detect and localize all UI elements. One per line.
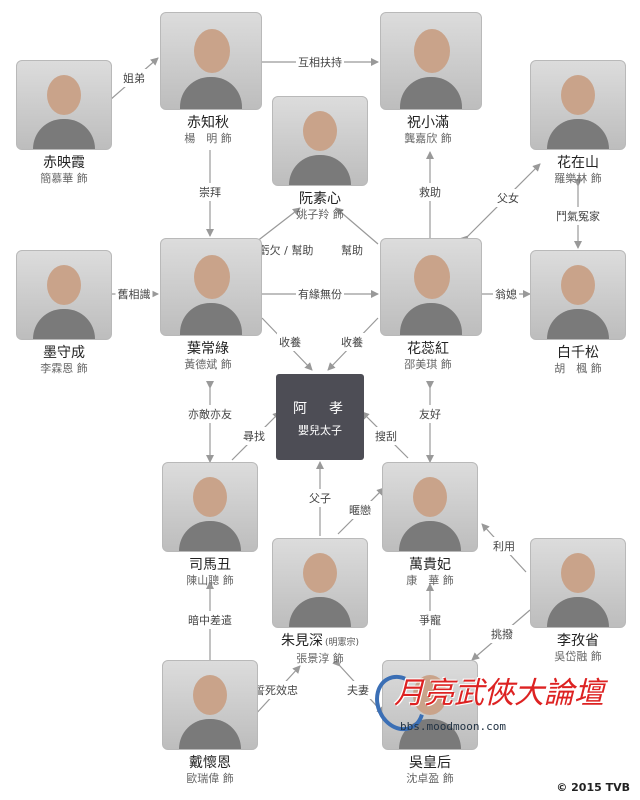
rel-label-wengxi: 翁媳 bbox=[493, 285, 519, 303]
actor-credit: 康 華 飾 bbox=[406, 574, 454, 587]
actor-credit: 簡慕華 飾 bbox=[40, 172, 88, 185]
center-character-axiao: 阿 孝 嬰兒太子 bbox=[276, 374, 364, 460]
character-dai-huaien: 戴懷恩 歐瑞偉 飾 bbox=[162, 660, 258, 786]
portrait-photo bbox=[530, 538, 626, 628]
center-desc: 嬰兒太子 bbox=[298, 424, 342, 437]
watermark-title: 月亮武俠大論壇 bbox=[394, 676, 604, 711]
rel-label-jiuzhu: 救助 bbox=[417, 183, 443, 201]
watermark-url: bbs.moodmoon.com bbox=[400, 720, 506, 733]
character-name: 吳皇后 bbox=[409, 755, 451, 771]
character-name: 赤知秋 bbox=[187, 115, 229, 131]
character-li-zisheng: 李孜省 吳岱融 飾 bbox=[530, 538, 626, 664]
copyright-notice: © 2015 TVB bbox=[556, 781, 630, 794]
character-zhu-jianshen: 朱見深(明憲宗) 張景淳 飾 bbox=[272, 538, 368, 666]
character-name-text: 朱見深 bbox=[280, 633, 323, 649]
rel-label-xunzhao: 尋找 bbox=[241, 427, 267, 445]
portrait-photo bbox=[16, 250, 112, 340]
rel-label-kuiqian: 虧欠 / 幫助 bbox=[256, 241, 316, 259]
character-mo-shoucheng: 墨守成 李霖恩 飾 bbox=[16, 250, 112, 376]
rel-label-jiedi: 姐弟 bbox=[121, 69, 147, 87]
actor-credit: 歐瑞偉 飾 bbox=[186, 772, 234, 785]
character-wu-huanghou: 吳皇后 沈卓盈 飾 bbox=[382, 660, 478, 786]
rel-label-liyong: 利用 bbox=[491, 537, 517, 555]
rel-label-menqi: 鬥氣冤家 bbox=[554, 207, 602, 225]
rel-label-huxiangfuchi: 互相扶持 bbox=[296, 53, 344, 71]
character-subtitle: (明憲宗) bbox=[324, 638, 360, 648]
character-name: 司馬丑 bbox=[189, 557, 231, 573]
portrait-photo bbox=[382, 660, 478, 750]
rel-label-youhao: 友好 bbox=[417, 405, 443, 423]
rel-label-fuzi: 父子 bbox=[307, 489, 333, 507]
portrait-photo bbox=[162, 660, 258, 750]
character-name: 朱見深(明憲宗) bbox=[272, 632, 368, 652]
rel-label-chongbai: 崇拜 bbox=[197, 183, 223, 201]
character-name: 戴懷恩 bbox=[189, 755, 231, 771]
actor-credit: 楊 明 飾 bbox=[184, 132, 232, 145]
character-name: 赤映霞 bbox=[43, 155, 85, 171]
character-ruan-suxin: 阮素心 姚子羚 飾 bbox=[272, 96, 368, 222]
character-name: 阮素心 bbox=[299, 191, 341, 207]
rel-label-shouyang-b: 收養 bbox=[339, 333, 365, 351]
character-name: 墨守成 bbox=[43, 345, 85, 361]
rel-label-soubu: 搜刮 bbox=[373, 427, 399, 445]
actor-credit: 姚子羚 飾 bbox=[296, 208, 344, 221]
actor-credit: 張景淳 飾 bbox=[296, 652, 344, 665]
character-name: 李孜省 bbox=[557, 633, 599, 649]
portrait-photo bbox=[272, 538, 368, 628]
character-ye-changlu: 葉常綠 黃德斌 飾 bbox=[160, 238, 262, 372]
rel-label-zhengchong: 爭寵 bbox=[417, 611, 443, 629]
rel-label-youyuan: 有緣無份 bbox=[296, 285, 344, 303]
actor-credit: 胡 楓 飾 bbox=[554, 362, 602, 375]
portrait-photo bbox=[160, 238, 262, 336]
actor-credit: 黃德斌 飾 bbox=[184, 358, 232, 371]
portrait-photo bbox=[382, 462, 478, 552]
actor-credit: 邵美琪 飾 bbox=[404, 358, 452, 371]
portrait-photo bbox=[272, 96, 368, 186]
character-name: 白千松 bbox=[557, 345, 599, 361]
rel-label-anzhong: 暗中差遣 bbox=[186, 611, 234, 629]
rel-label-shouyang-a: 收養 bbox=[277, 333, 303, 351]
portrait-photo bbox=[530, 250, 626, 340]
character-chi-zhiqiu: 赤知秋 楊 明 飾 bbox=[160, 12, 262, 146]
actor-credit: 龔嘉欣 飾 bbox=[404, 132, 452, 145]
rel-label-funu: 父女 bbox=[495, 189, 521, 207]
center-name: 阿 孝 bbox=[293, 401, 347, 417]
forum-watermark: 月亮武俠大論壇 bbs.moodmoon.com bbox=[365, 664, 604, 742]
portrait-photo bbox=[380, 12, 482, 110]
character-zhu-xiaoman: 祝小滿 龔嘉欣 飾 bbox=[380, 12, 482, 146]
portrait-photo bbox=[162, 462, 258, 552]
character-name: 葉常綠 bbox=[187, 341, 229, 357]
character-name: 祝小滿 bbox=[407, 115, 449, 131]
character-sima-chou: 司馬丑 陳山聰 飾 bbox=[162, 462, 258, 588]
rel-label-shisi: 誓死效忠 bbox=[252, 681, 300, 699]
character-name: 花蕊紅 bbox=[407, 341, 449, 357]
character-name: 萬貴妃 bbox=[409, 557, 451, 573]
character-name: 花在山 bbox=[557, 155, 599, 171]
character-hua-ruihong: 花蕊紅 邵美琪 飾 bbox=[380, 238, 482, 372]
rel-label-yidiyiyou: 亦敵亦友 bbox=[186, 405, 234, 423]
actor-credit: 李霖恩 飾 bbox=[40, 362, 88, 375]
portrait-photo bbox=[16, 60, 112, 150]
rel-label-fuqi: 夫妻 bbox=[345, 681, 371, 699]
actor-credit: 陳山聰 飾 bbox=[186, 574, 234, 587]
rel-label-jiuxiangshi: 舊相識 bbox=[115, 285, 153, 303]
portrait-photo bbox=[530, 60, 626, 150]
edge-kuiqian bbox=[255, 207, 301, 243]
portrait-photo bbox=[380, 238, 482, 336]
edge-bangzhu bbox=[335, 207, 379, 245]
rel-label-milian: 暱戀 bbox=[347, 501, 373, 519]
character-hua-zaishan: 花在山 羅樂林 飾 bbox=[530, 60, 626, 186]
character-chi-yingxia: 赤映霞 簡慕華 飾 bbox=[16, 60, 112, 186]
actor-credit: 羅樂林 飾 bbox=[554, 172, 602, 185]
actor-credit: 吳岱融 飾 bbox=[554, 650, 602, 663]
character-wan-guifei: 萬貴妃 康 華 飾 bbox=[382, 462, 478, 588]
portrait-photo bbox=[160, 12, 262, 110]
rel-label-bangzhu: 幫助 bbox=[339, 241, 365, 259]
actor-credit: 沈卓盈 飾 bbox=[406, 772, 454, 785]
rel-label-tiaobo: 挑撥 bbox=[489, 625, 515, 643]
character-bai-qiansong: 白千松 胡 楓 飾 bbox=[530, 250, 626, 376]
